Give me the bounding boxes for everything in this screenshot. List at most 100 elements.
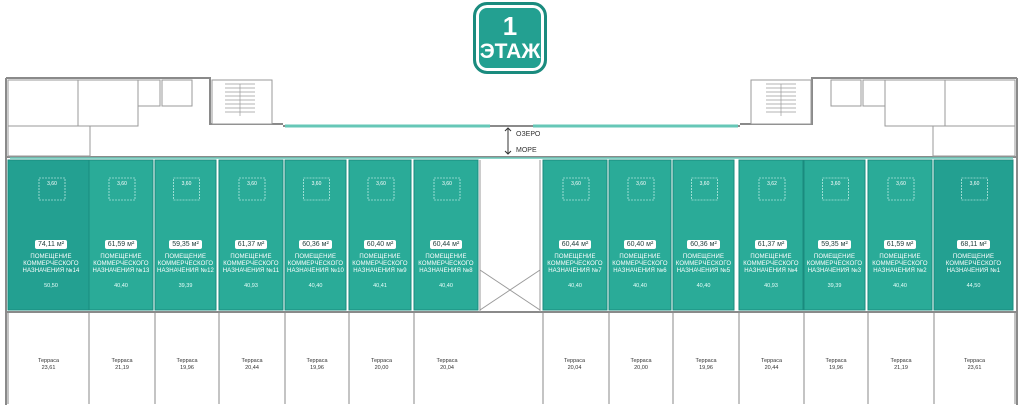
unit-ceiling-height: 3,60	[636, 181, 646, 187]
terrace-title: Терраса	[963, 358, 986, 364]
unit-title: КОММЕРЧЕСКОГО	[352, 261, 408, 267]
unit-block[interactable]	[413, 159, 479, 311]
unit-block[interactable]	[218, 159, 284, 311]
terrace-title: Терраса	[760, 358, 783, 364]
unit-ceiling-height: 3,60	[181, 181, 192, 187]
unit-block[interactable]	[154, 159, 217, 311]
unit-title: КОММЕРЧЕСКОГО	[675, 261, 732, 267]
unit-block[interactable]	[542, 159, 608, 311]
unit-bathroom	[822, 177, 849, 201]
unit-title: ПОМЕЩЕНИЕ	[30, 254, 72, 260]
unit-subarea: 40,93	[764, 283, 778, 289]
unit-title: ПОМЕЩЕНИЕ	[813, 254, 856, 260]
unit-area: 74,11 м²	[34, 240, 68, 249]
unit-subarea: 50,50	[44, 283, 58, 289]
unit-subarea: 40,40	[568, 283, 582, 289]
unit-subarea: 40,40	[696, 283, 711, 289]
floor-badge: 1 ЭТАЖ	[473, 2, 547, 74]
terrace-area: 19,96	[829, 365, 843, 371]
unit-bathroom	[627, 177, 655, 201]
terrace-area: 20,44	[245, 365, 259, 371]
unit-ceiling-height: 3,60	[376, 181, 386, 187]
unit-ceiling-height: 3,60	[47, 181, 57, 187]
unit-subarea: 39,39	[178, 283, 193, 289]
unit-title: КОММЕРЧЕСКОГО	[872, 261, 928, 267]
unit-bathroom	[238, 177, 266, 201]
unit-subarea: 40,93	[244, 283, 258, 289]
unit-area: 59,35 м²	[818, 240, 851, 249]
unit-title: НАЗНАЧЕНИЯ №14	[22, 268, 80, 274]
terrace-title: Терраса	[563, 358, 586, 364]
unit-subarea: 40,40	[114, 283, 128, 289]
unit-area: 60,40 м²	[623, 240, 657, 249]
unit-title: ПОМЕЩЕНИЕ	[164, 254, 207, 260]
unit-bathroom	[961, 177, 988, 201]
unit-block[interactable]	[284, 159, 347, 311]
direction-arrows	[504, 127, 512, 155]
unit-title: ПОМЕЩЕНИЕ	[554, 254, 596, 260]
unit-block[interactable]	[803, 159, 866, 311]
unit-ceiling-height: 3,60	[830, 181, 841, 187]
unit-title: ПОМЕЩЕНИЕ	[294, 254, 337, 260]
terrace-area: 23,61	[41, 365, 56, 371]
unit-title: НАЗНАЧЕНИЯ №7	[548, 268, 602, 274]
unit-title: ПОМЕЩЕНИЕ	[879, 254, 921, 260]
terrace-title: Терраса	[306, 358, 328, 364]
terrace-title: Терраса	[111, 358, 133, 364]
unit-area: 59,35 м²	[169, 240, 202, 249]
unit-title: КОММЕРЧЕСКОГО	[945, 261, 1002, 267]
unit-area: 61,37 м²	[234, 240, 268, 249]
unit-title: ПОМЕЩЕНИЕ	[359, 254, 401, 260]
unit-title: НАЗНАЧЕНИЯ №12	[157, 268, 214, 274]
terrace-area: 19,96	[310, 365, 324, 371]
unit-title: КОММЕРЧЕСКОГО	[93, 261, 149, 267]
unit-title: НАЗНАЧЕНИЯ №8	[419, 268, 473, 274]
direction-south: МОРЕ	[516, 147, 537, 154]
terrace-title: Терраса	[630, 358, 652, 364]
unit-title: КОММЕРЧЕСКОГО	[743, 261, 799, 267]
unit-title: ПОМЕЩЕНИЕ	[230, 254, 272, 260]
unit-title: ПОМЕЩЕНИЕ	[952, 254, 995, 260]
floor-label: ЭТАЖ	[479, 40, 541, 63]
unit-block[interactable]	[7, 159, 95, 311]
floor-number: 1	[502, 11, 518, 41]
terrace-area: 20,00	[634, 365, 648, 371]
unit-block[interactable]	[867, 159, 933, 311]
unit-bathroom	[367, 177, 395, 201]
unit-title: НАЗНАЧЕНИЯ №13	[92, 268, 150, 274]
terrace-layer	[7, 312, 1016, 404]
unit-title: КОММЕРЧЕСКОГО	[23, 261, 79, 267]
unit-block[interactable]	[348, 159, 412, 311]
unit-block[interactable]	[738, 159, 804, 311]
unit-title: ПОМЕЩЕНИЕ	[425, 254, 467, 260]
unit-block[interactable]	[608, 159, 672, 311]
unit-title: НАЗНАЧЕНИЯ №9	[353, 268, 407, 274]
unit-block[interactable]	[933, 159, 1014, 311]
unit-bathroom	[562, 177, 590, 201]
unit-block[interactable]	[88, 159, 154, 311]
unit-block[interactable]	[672, 159, 735, 311]
unit-title: КОММЕРЧЕСКОГО	[547, 261, 603, 267]
terrace-title: Терраса	[37, 358, 60, 364]
